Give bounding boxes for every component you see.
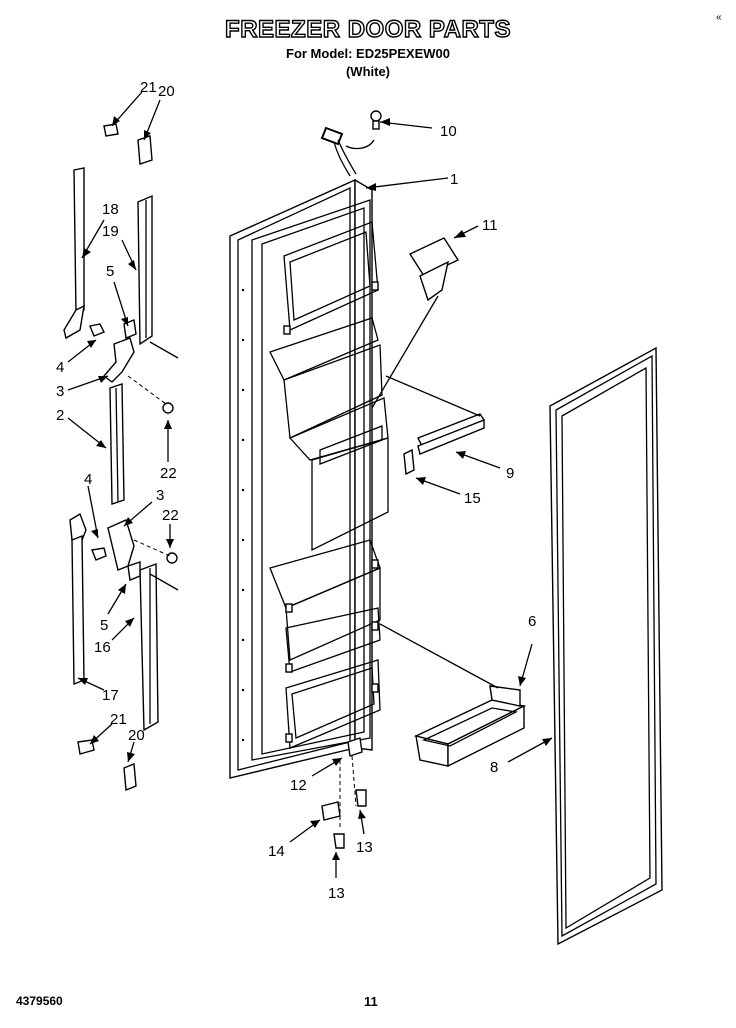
callout-1: 1 (450, 171, 458, 188)
ice-chute-part-11 (371, 237, 460, 409)
model-line: For Model: ED25PEXEW00 (286, 46, 450, 61)
callout-4-bottom: 4 (84, 471, 92, 488)
callout-19: 19 (102, 223, 119, 240)
callout-9: 9 (506, 465, 514, 482)
callout-17: 17 (102, 687, 119, 704)
corner-mark: « (716, 12, 722, 23)
leader-lines (67, 91, 553, 878)
callout-22-bottom: 22 (162, 507, 179, 524)
left-parts (63, 123, 179, 791)
callout-11: 11 (482, 217, 498, 234)
callout-20-top: 20 (158, 83, 175, 100)
callout-22-top: 22 (160, 465, 177, 482)
page-number: 11 (364, 994, 378, 1009)
callout-14: 14 (268, 843, 285, 860)
callout-20-bottom: 20 (128, 727, 145, 744)
callout-labels: 1 10 11 9 15 6 8 12 13 14 13 21 20 18 19… (56, 79, 536, 902)
clip-part-15 (403, 448, 415, 476)
trim-part-9 (385, 375, 486, 455)
page-title: FREEZER DOOR PARTS (224, 15, 511, 43)
hinge-assembly (321, 737, 367, 849)
callout-16: 16 (94, 639, 111, 656)
callout-2: 2 (56, 407, 64, 424)
callout-21-top: 21 (140, 79, 157, 96)
callout-21-bottom: 21 (110, 711, 127, 728)
callout-13-right: 13 (356, 839, 373, 856)
gasket-part-8 (549, 346, 663, 946)
bin-part-6 (379, 623, 527, 768)
callout-5-top: 5 (106, 263, 114, 280)
callout-10: 10 (440, 123, 457, 140)
callout-3-bottom: 3 (156, 487, 164, 504)
callout-5-bottom: 5 (100, 617, 108, 634)
door-panel (229, 126, 389, 779)
callout-3-top: 3 (56, 383, 64, 400)
color-line: (White) (345, 64, 391, 79)
callout-8: 8 (490, 759, 498, 776)
screw-part-10 (370, 110, 382, 130)
callout-13-bottom: 13 (328, 885, 345, 902)
callout-18: 18 (102, 201, 119, 218)
callout-15: 15 (464, 490, 481, 507)
doc-number: 4379560 (16, 994, 63, 1008)
callout-6: 6 (528, 613, 536, 630)
door-edge-dots (241, 288, 245, 742)
callout-4-top: 4 (56, 359, 64, 376)
callout-12: 12 (290, 777, 307, 794)
